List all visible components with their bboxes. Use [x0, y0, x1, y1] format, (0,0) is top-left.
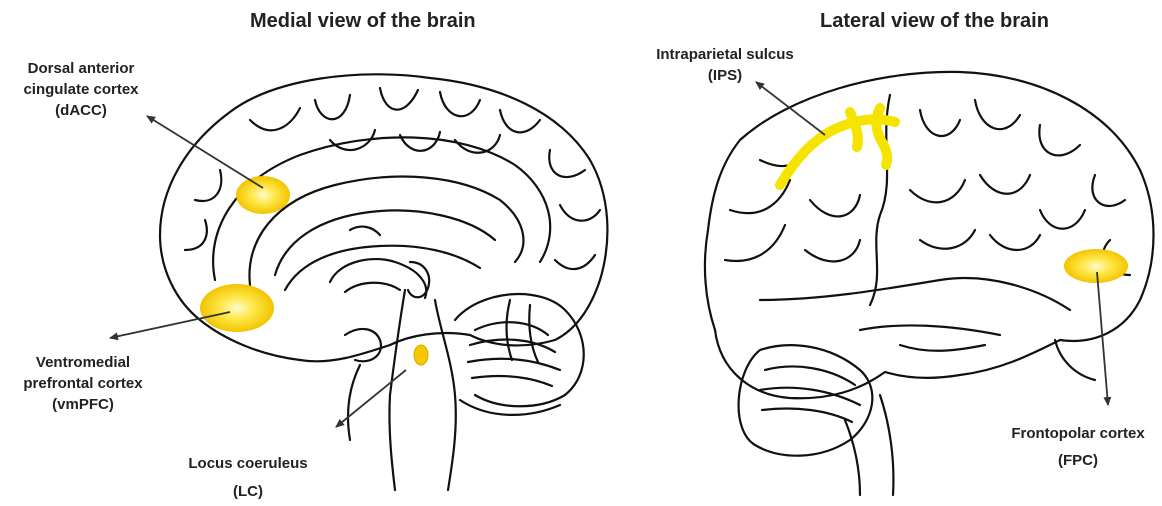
- medial-view-title: Medial view of the brain: [250, 10, 476, 33]
- dacc-arrow: [147, 116, 263, 188]
- lc-label-line1: Locus coeruleus: [178, 450, 318, 478]
- lateral-view-title: Lateral view of the brain: [820, 10, 1049, 33]
- vmpfc-label-line2: prefrontal cortex: [8, 373, 158, 394]
- ips-highlight: [780, 108, 895, 185]
- ips-label-line2: (IPS): [640, 65, 810, 86]
- dacc-highlight: [236, 176, 290, 214]
- dacc-label-line1: Dorsal anterior: [6, 58, 156, 79]
- ips-arrow: [756, 82, 825, 135]
- dacc-label-line3: (dACC): [6, 100, 156, 121]
- dacc-label-line2: cingulate cortex: [6, 79, 156, 100]
- vmpfc-label-line1: Ventromedial: [8, 352, 158, 373]
- fpc-label: Frontopolar cortex (FPC): [1000, 420, 1156, 474]
- lc-label-line2: (LC): [178, 478, 318, 506]
- medial-brain-drawing: [160, 74, 607, 490]
- fpc-label-line1: Frontopolar cortex: [1000, 420, 1156, 447]
- vmpfc-label: Ventromedial prefrontal cortex (vmPFC): [8, 352, 158, 415]
- dacc-label: Dorsal anterior cingulate cortex (dACC): [6, 58, 156, 121]
- lc-arrow: [336, 370, 406, 427]
- ips-label-line1: Intraparietal sulcus: [640, 44, 810, 65]
- ips-label: Intraparietal sulcus (IPS): [640, 44, 810, 86]
- lc-label: Locus coeruleus (LC): [178, 450, 318, 506]
- fpc-arrow: [1097, 272, 1108, 405]
- fpc-highlight: [1064, 249, 1128, 283]
- fpc-label-line2: (FPC): [1000, 447, 1156, 474]
- vmpfc-label-line3: (vmPFC): [8, 394, 158, 415]
- vmpfc-highlight: [200, 284, 274, 332]
- lc-highlight: [414, 345, 428, 365]
